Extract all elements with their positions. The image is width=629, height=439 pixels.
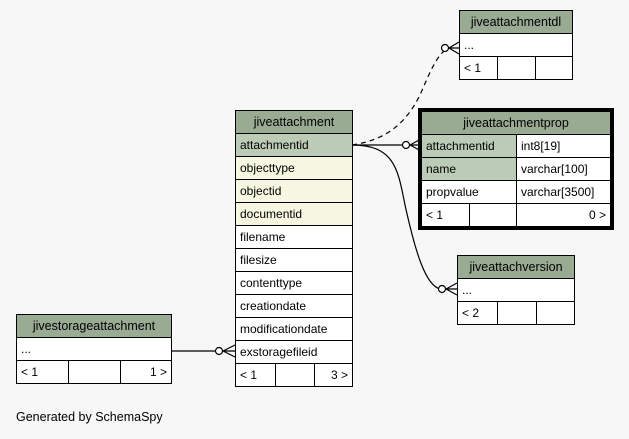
table-row: modificationdate (236, 318, 352, 341)
table-row: attachmentid (236, 134, 352, 157)
parents-count: < 1 (460, 57, 498, 79)
parents-count: < 1 (17, 361, 69, 383)
column-attachmentid: attachmentid (236, 134, 352, 156)
column-exstoragefileid: exstoragefileid (240, 345, 318, 359)
table-row: exstoragefileid (236, 341, 352, 364)
table-row: filesize (236, 249, 352, 272)
edge-end-circle (440, 43, 450, 53)
column-type: varchar[3500] (521, 185, 595, 199)
children-count (536, 57, 572, 79)
column-name: attachmentid (422, 135, 517, 157)
table-row: ... (460, 34, 572, 57)
children-count: 3 > (330, 368, 348, 382)
parents-count: < 2 (458, 302, 498, 324)
table-jiveattachmentdl[interactable]: jiveattachmentdl ... < 1 (459, 10, 573, 80)
table-row: objecttype (236, 157, 352, 180)
generated-by-footer: Generated by SchemaSpy (16, 410, 163, 424)
table-counts-row: < 1 (460, 57, 572, 79)
table-title: jiveattachmentdl (460, 11, 572, 34)
column-creationdate: creationdate (240, 299, 307, 313)
table-jivestorageattachment[interactable]: jivestorageattachment ... < 1 1 > (16, 314, 172, 384)
mid-count (276, 364, 315, 386)
column-name: propvalue (422, 181, 517, 203)
parents-count: < 1 (422, 204, 470, 226)
table-row: objectid (236, 180, 352, 203)
column-type: varchar[100] (521, 162, 588, 176)
table-jiveattachmentprop[interactable]: jiveattachmentprop attachmentid int8[19]… (418, 108, 614, 230)
children-count: 0 > (588, 208, 606, 222)
column-filename: filename (240, 230, 286, 244)
table-row: attachmentid int8[19] (422, 135, 610, 158)
edge-attachment-to-version (351, 144, 441, 290)
table-title: jiveattachmentprop (422, 112, 610, 135)
edge-crowfoot (445, 282, 458, 296)
table-row: contenttype (236, 272, 352, 295)
edge-end-circle (437, 284, 447, 294)
table-counts-row: < 2 (458, 302, 574, 324)
table-row: name varchar[100] (422, 158, 610, 181)
children-count: 1 > (149, 365, 167, 379)
table-row: ... (458, 279, 574, 302)
table-title: jiveattachversion (458, 256, 574, 279)
table-title: jiveattachment (236, 111, 352, 134)
edge-end-circle (214, 346, 224, 356)
column-name: name (422, 158, 517, 180)
column-type: int8[19] (521, 139, 561, 153)
column-filesize: filesize (240, 253, 277, 267)
table-row: propvalue varchar[3500] (422, 181, 610, 204)
table-row: filename (236, 226, 352, 249)
edge-end-circle (401, 140, 411, 150)
column-documentid: documentid (236, 203, 352, 225)
table-row: documentid (236, 203, 352, 226)
mid-count (69, 361, 121, 383)
table-counts-row: < 1 0 > (422, 204, 610, 226)
table-row: ... (17, 338, 171, 361)
column-objecttype: objecttype (236, 157, 352, 179)
table-counts-row: < 1 1 > (17, 361, 171, 383)
column-contenttype: contenttype (240, 276, 303, 290)
table-counts-row: < 1 3 > (236, 364, 352, 386)
table-jiveattachment[interactable]: jiveattachment attachmentid objecttype o… (235, 110, 353, 387)
edge-crowfoot (448, 41, 460, 55)
table-title: jivestorageattachment (17, 315, 171, 338)
mid-count (470, 204, 517, 226)
ellipsis-row: ... (462, 283, 473, 297)
column-modificationdate: modificationdate (240, 322, 328, 336)
edge-attachment-to-attachmentdl (351, 47, 450, 146)
ellipsis-row: ... (21, 342, 32, 356)
table-jiveattachversion[interactable]: jiveattachversion ... < 2 (457, 255, 575, 325)
table-row: creationdate (236, 295, 352, 318)
children-count (537, 302, 574, 324)
column-objectid: objectid (236, 180, 352, 202)
mid-count (498, 57, 536, 79)
ellipsis-row: ... (464, 38, 475, 52)
parents-count: < 1 (236, 364, 276, 386)
mid-count (498, 302, 537, 324)
edge-crowfoot (222, 344, 236, 358)
